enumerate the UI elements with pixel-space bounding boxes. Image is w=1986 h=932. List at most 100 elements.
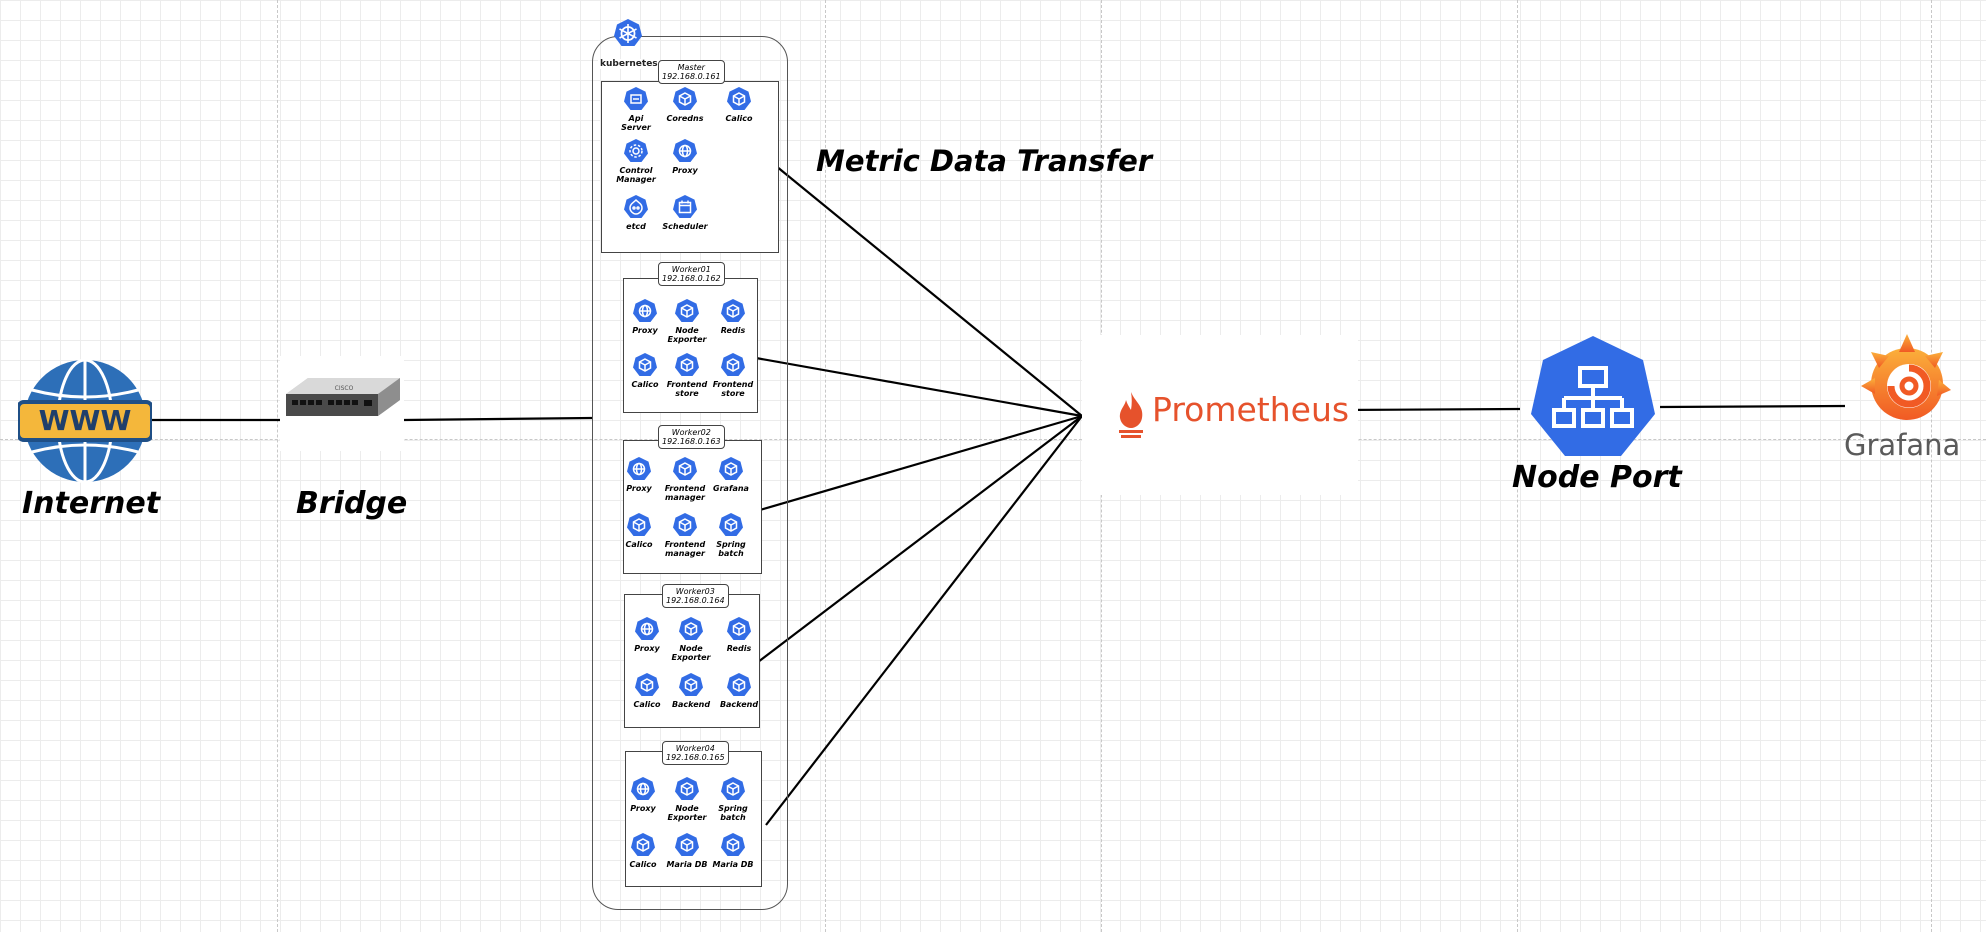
pod-item[interactable]: Spring batch bbox=[710, 776, 756, 822]
link-worker01-prometheus bbox=[755, 356, 1083, 418]
kubernetes-pod-icon bbox=[675, 353, 699, 376]
prometheus-flame-icon bbox=[1119, 392, 1143, 438]
worker03-node-box[interactable] bbox=[624, 594, 760, 728]
kubernetes-pod-icon bbox=[721, 833, 745, 856]
node-name: Worker04 bbox=[675, 744, 715, 753]
kubernetes-pod-icon bbox=[721, 777, 745, 800]
kubernetes-pod-icon bbox=[675, 299, 699, 322]
kubernetes-cluster[interactable] bbox=[592, 36, 788, 910]
kubernetes-pod-icon bbox=[727, 673, 751, 696]
prometheus-label: Prometheus bbox=[1152, 390, 1350, 429]
pod-item[interactable]: Grafana bbox=[708, 456, 754, 493]
pod-label: Node Exporter bbox=[671, 644, 711, 662]
kubernetes-pod-icon bbox=[679, 617, 703, 640]
pod-label: Node Exporter bbox=[667, 326, 707, 344]
pod-item[interactable]: Spring batch bbox=[708, 512, 754, 558]
pod-item[interactable]: Calico bbox=[616, 512, 662, 549]
kubernetes-pod-icon bbox=[633, 353, 657, 376]
pod-item[interactable]: Calico bbox=[622, 352, 668, 389]
pod-label: Calico bbox=[629, 860, 657, 869]
node-name: Worker01 bbox=[671, 265, 711, 274]
node-name: Master bbox=[677, 63, 705, 72]
guide-line bbox=[1517, 0, 1518, 932]
pod-item[interactable]: Control Manager bbox=[613, 138, 659, 184]
pod-item[interactable]: Node Exporter bbox=[668, 616, 714, 662]
kubernetes-controller-manager-icon bbox=[624, 139, 648, 162]
globe-icon: WWW bbox=[16, 358, 154, 484]
pod-item[interactable]: Proxy bbox=[624, 616, 670, 653]
pod-item[interactable]: Coredns bbox=[662, 86, 708, 123]
kubernetes-pod-icon bbox=[679, 673, 703, 696]
node-ip: 192.168.0.161 bbox=[662, 72, 721, 81]
pod-item[interactable]: Maria DB bbox=[664, 832, 710, 869]
pod-item[interactable]: Calico bbox=[620, 832, 666, 869]
pod-item[interactable]: Api Server bbox=[613, 86, 659, 132]
pod-item[interactable]: Maria DB bbox=[710, 832, 756, 869]
link-master-prometheus bbox=[775, 165, 1083, 417]
kubernetes-logo: kubernetes bbox=[598, 18, 660, 71]
guide-line bbox=[277, 0, 278, 932]
node-ip: 192.168.0.164 bbox=[666, 596, 725, 605]
pod-label: Frontend store bbox=[666, 380, 708, 398]
pod-label: Backend bbox=[719, 700, 759, 709]
internet-label: Internet bbox=[22, 486, 161, 521]
pod-label: etcd bbox=[626, 222, 646, 231]
kubernetes-proxy-icon bbox=[673, 139, 697, 162]
pod-label: Control Manager bbox=[616, 166, 656, 184]
pod-label: Api Server bbox=[621, 114, 651, 132]
pod-label: Spring batch bbox=[716, 540, 746, 558]
pod-label: Spring batch bbox=[718, 804, 748, 822]
pod-item[interactable]: Frontend manager bbox=[662, 456, 708, 502]
kubernetes-pod-icon bbox=[727, 617, 751, 640]
kubernetes-proxy-icon bbox=[631, 777, 655, 800]
pod-label: Frontend manager bbox=[664, 484, 706, 502]
kubernetes-pod-icon bbox=[727, 87, 751, 110]
pod-item[interactable]: Node Exporter bbox=[664, 776, 710, 822]
pod-label: Redis bbox=[726, 644, 752, 653]
pod-item[interactable]: Scheduler bbox=[662, 194, 708, 231]
pod-item[interactable]: Frontend store bbox=[664, 352, 710, 398]
pod-item[interactable]: etcd bbox=[613, 194, 659, 231]
www-text: WWW bbox=[39, 404, 132, 437]
pod-item[interactable]: Backend bbox=[716, 672, 762, 709]
kubernetes-icon bbox=[614, 19, 642, 46]
pod-item[interactable]: Proxy bbox=[616, 456, 662, 493]
pod-label: Calico bbox=[625, 540, 653, 549]
node-name: Worker02 bbox=[671, 428, 711, 437]
pod-item[interactable]: Proxy bbox=[622, 298, 668, 335]
pod-label: Grafana bbox=[713, 484, 749, 493]
pod-item[interactable]: Node Exporter bbox=[664, 298, 710, 344]
pod-item[interactable]: Proxy bbox=[662, 138, 708, 175]
pod-label: Frontend manager bbox=[664, 540, 706, 558]
kubernetes-pod-icon bbox=[635, 673, 659, 696]
diagram-title: Metric Data Transfer bbox=[816, 144, 1153, 178]
kubernetes-pod-icon bbox=[673, 87, 697, 110]
pod-item[interactable]: Frontend manager bbox=[662, 512, 708, 558]
internet-node[interactable]: WWW bbox=[16, 354, 154, 488]
pod-label: Calico bbox=[633, 700, 661, 709]
pod-item[interactable]: Calico bbox=[716, 86, 762, 123]
pod-item[interactable]: Backend bbox=[668, 672, 714, 709]
pod-item[interactable]: Proxy bbox=[620, 776, 666, 813]
kubernetes-pod-icon bbox=[673, 513, 697, 536]
link-worker04-prometheus bbox=[765, 415, 1083, 826]
pod-label: Redis bbox=[720, 326, 746, 335]
grafana-node[interactable] bbox=[1855, 330, 1955, 430]
link-nodeport-grafana bbox=[1659, 404, 1846, 409]
node-ip: 192.168.0.165 bbox=[666, 753, 725, 762]
pod-item[interactable]: Redis bbox=[710, 298, 756, 335]
pod-label: Proxy bbox=[632, 326, 658, 335]
pod-item[interactable]: Calico bbox=[624, 672, 670, 709]
pod-label: Calico bbox=[725, 114, 753, 123]
bridge-node[interactable]: CISCO bbox=[280, 356, 404, 451]
guide-line bbox=[825, 0, 826, 932]
nodeport-node[interactable] bbox=[1528, 334, 1658, 460]
pod-item[interactable]: Redis bbox=[716, 616, 762, 653]
link-worker02-prometheus bbox=[759, 414, 1083, 512]
pod-item[interactable]: Frontend store bbox=[710, 352, 756, 398]
link-prometheus-nodeport bbox=[1335, 407, 1521, 412]
